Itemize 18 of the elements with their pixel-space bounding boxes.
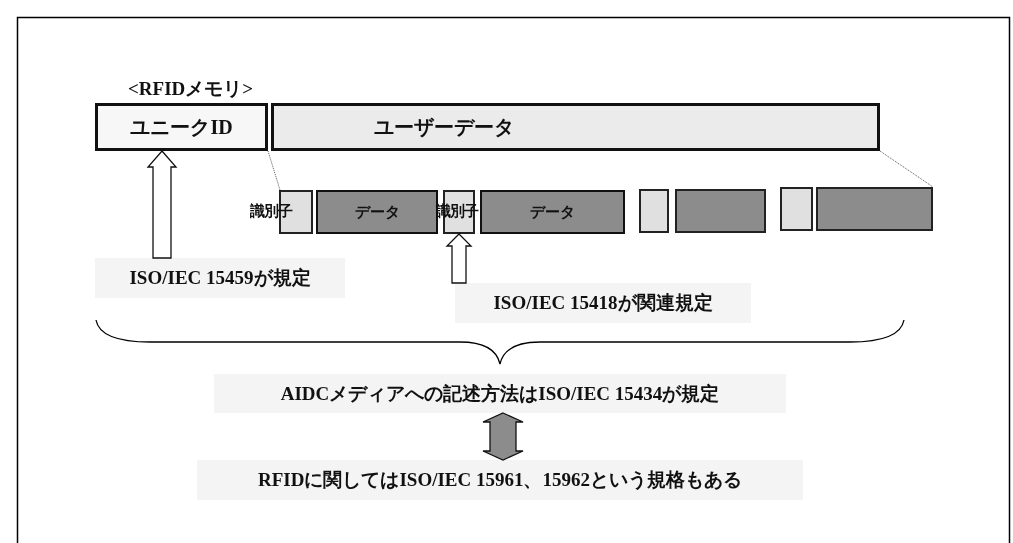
identifier-box	[780, 187, 813, 231]
id-box: ユニークID	[95, 103, 268, 151]
note-label: RFIDに関してはISO/IEC 15961、15962という規格もある	[197, 460, 803, 500]
data-block: データ	[480, 190, 625, 234]
arrow	[445, 233, 473, 284]
identifier-box	[639, 189, 669, 233]
note-label: AIDCメディアへの記述方法はISO/IEC 15434が規定	[214, 374, 786, 413]
note-label: ISO/IEC 15459が規定	[95, 258, 345, 298]
title: <RFIDメモリ>	[128, 77, 254, 101]
data-block	[675, 189, 766, 233]
data-box: ユーザーデータ	[271, 103, 880, 151]
arrow	[482, 412, 524, 461]
arrow	[146, 150, 178, 259]
data-block: データ	[316, 190, 438, 234]
expansion-line	[267, 150, 281, 191]
data-block	[816, 187, 933, 231]
note-label: ISO/IEC 15418が関連規定	[455, 283, 751, 323]
expansion-line	[879, 150, 934, 188]
